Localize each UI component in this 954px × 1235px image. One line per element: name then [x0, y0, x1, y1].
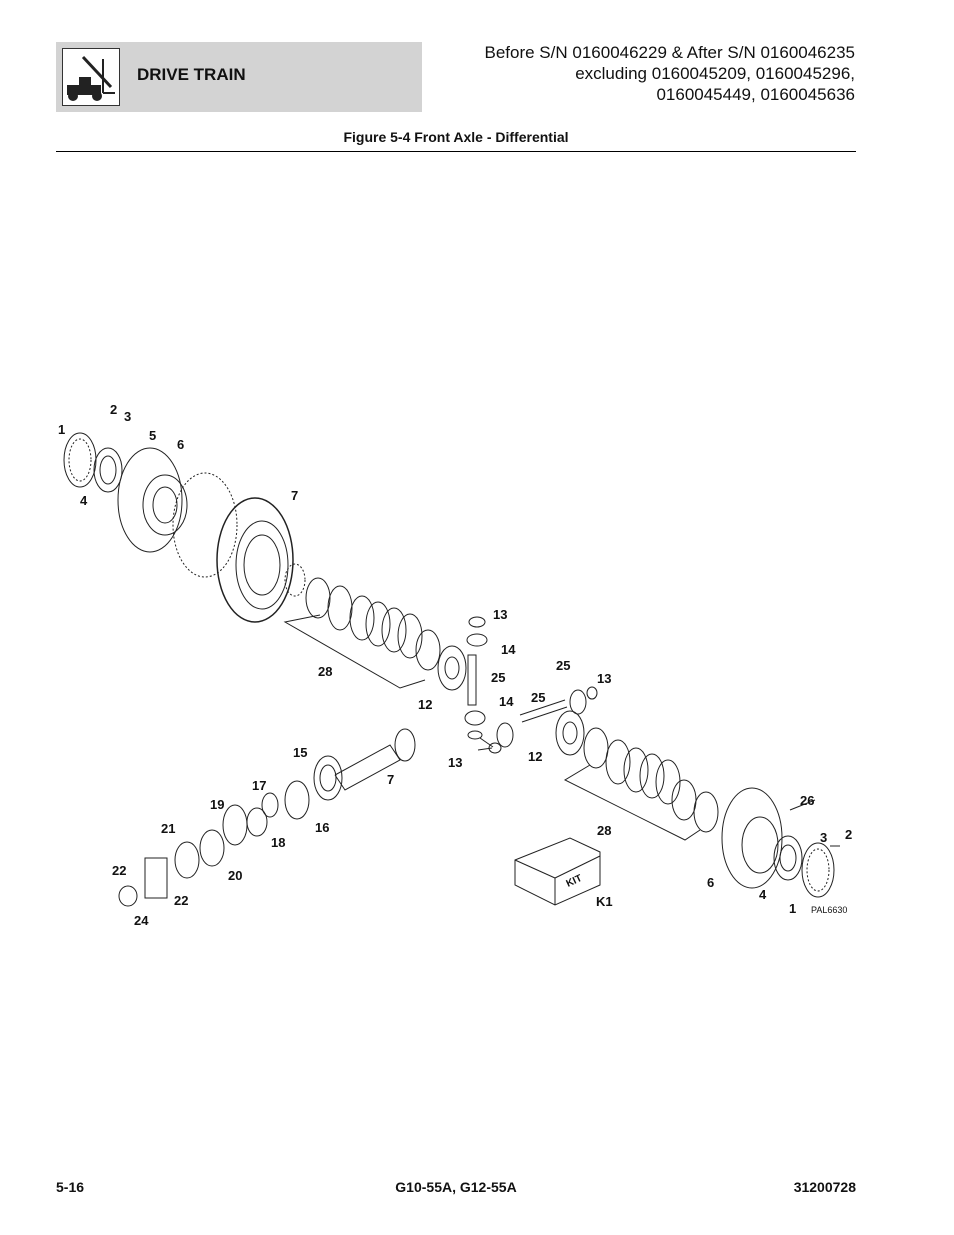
callout: 19	[210, 797, 224, 812]
callout: 16	[315, 820, 329, 835]
figure-title: Figure 5-4 Front Axle - Differential	[343, 129, 569, 145]
section-title: DRIVE TRAIN	[137, 65, 246, 84]
page-number: 5-16	[56, 1179, 85, 1195]
callout: 25	[531, 690, 545, 705]
bearing-cone-part	[93, 447, 123, 493]
callout: 26	[800, 793, 814, 808]
callout: 2	[845, 827, 852, 842]
callout: 14	[499, 694, 514, 709]
callout: 12	[418, 697, 432, 712]
callout: 6	[707, 875, 714, 890]
callout: 22	[174, 893, 188, 908]
serial-number-note: Before S/N 0160046229 & After S/N 016004…	[485, 42, 856, 105]
callout: 13	[493, 607, 507, 622]
callout: 4	[80, 493, 88, 508]
callout: 28	[318, 664, 332, 679]
callout: 13	[597, 671, 611, 686]
callout: 24	[134, 913, 149, 928]
callout: 14	[501, 642, 516, 657]
callout: 13	[448, 755, 462, 770]
model-number: G10-55A, G12-55A	[395, 1179, 517, 1195]
figure-code: PAL6630	[811, 905, 847, 915]
callout: 7	[291, 488, 298, 503]
callout: 1	[58, 422, 65, 437]
header-rule	[56, 151, 856, 152]
callout: 3	[124, 409, 131, 424]
gasket-part	[172, 472, 238, 578]
callout: 6	[177, 437, 184, 452]
callout: 5	[149, 428, 156, 443]
forklift-icon	[62, 48, 120, 106]
callout: 3	[820, 830, 827, 845]
serial-line: 0160045449, 0160045636	[656, 85, 855, 104]
callout: 25	[491, 670, 505, 685]
callout: 20	[228, 868, 242, 883]
callout: 22	[112, 863, 126, 878]
side-gear-part	[437, 645, 467, 691]
callout: 21	[161, 821, 175, 836]
carrier-housing-part	[117, 447, 183, 553]
callout: K1	[596, 894, 613, 909]
document-number: 31200728	[793, 1179, 856, 1195]
callout: 4	[759, 887, 767, 902]
callout: 17	[252, 778, 266, 793]
serial-line: excluding 0160045209, 0160045296,	[575, 64, 855, 83]
kit-label: KIT	[565, 873, 584, 890]
callout: 2	[110, 402, 117, 417]
callout: 15	[293, 745, 307, 760]
serial-line: Before S/N 0160046229 & After S/N 016004…	[484, 43, 856, 62]
callout: 1	[789, 901, 796, 916]
callout: 18	[271, 835, 285, 850]
ring-gear-part	[216, 497, 294, 623]
callout: 7	[387, 772, 394, 787]
callout: 28	[597, 823, 611, 838]
callout: 25	[556, 658, 570, 673]
callout: 12	[528, 749, 542, 764]
